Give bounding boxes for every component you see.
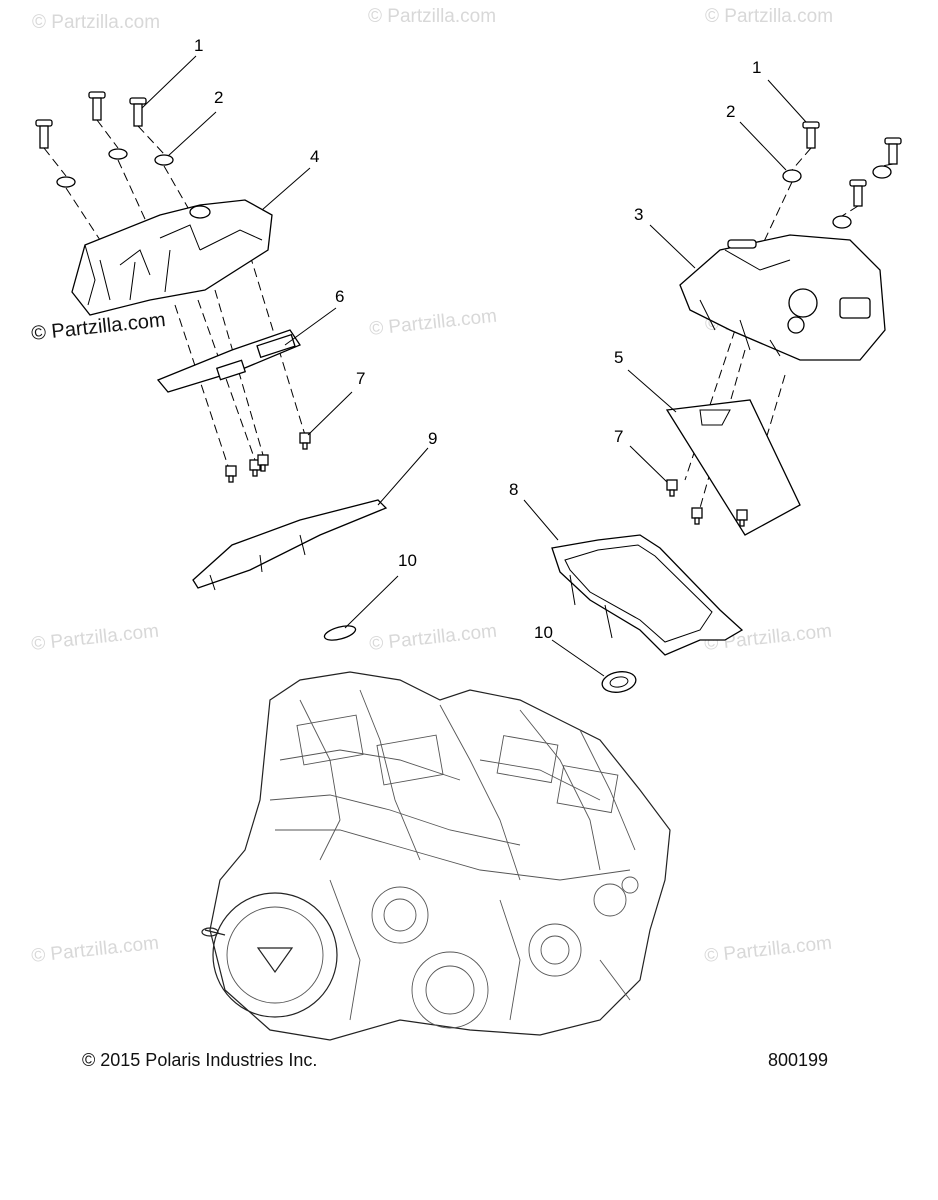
callout-1: 1 [194,36,203,55]
screw [736,509,748,527]
o-ring [601,671,637,693]
callout-10: 10 [534,623,553,642]
watermark-layer: © Partzilla.com © Partzilla.com © Partzi… [30,6,833,967]
valve-cover-right [679,234,886,361]
screw [691,507,703,525]
screw [257,454,269,472]
o-ring [323,625,357,641]
callout-4: 4 [310,147,319,166]
bolt [88,91,106,121]
bolt [802,121,820,149]
watermark: © Partzilla.com [30,933,160,967]
figure-number: 800199 [768,1050,829,1070]
callout-2: 2 [214,88,223,107]
screw [299,432,311,450]
valve-cover-gasket-right [551,534,744,656]
copyright-notice: © 2015 Polaris Industries Inc. [82,1050,318,1070]
grommet [782,169,802,183]
grommet [154,154,174,166]
callout-8: 8 [509,480,518,499]
screw [666,479,678,497]
watermark: © Partzilla.com [368,621,498,655]
valve-cover-gasket-left [192,499,388,591]
callout-9: 9 [428,429,437,448]
screw [225,465,237,483]
callout-10: 10 [398,551,417,570]
bolt [35,119,53,149]
watermark: © Partzilla.com [368,306,498,340]
callout-2: 2 [726,102,735,121]
callout-6: 6 [335,287,344,306]
grommet [832,215,852,229]
bolt [849,179,867,207]
grommet [56,176,76,188]
valve-cover-left [71,199,273,316]
baffle-plate-left [156,329,301,393]
callout-labels: 1 2 4 6 7 9 10 1 2 3 5 7 8 10 [194,36,761,642]
right-valve-cover-assembly [551,121,902,693]
watermark: © Partzilla.com [368,6,496,27]
baffle-plate-right [665,399,801,536]
grommet [108,148,128,160]
bolt [129,97,147,127]
watermark: © Partzilla.com [705,6,833,27]
engine-block-illustration [201,671,671,1041]
grommet [872,165,892,179]
callout-leaders [141,55,807,677]
watermark: © Partzilla.com [32,12,160,33]
callout-7: 7 [614,427,623,446]
callout-5: 5 [614,348,623,367]
callout-3: 3 [634,205,643,224]
callout-1: 1 [752,58,761,77]
callout-7: 7 [356,369,365,388]
watermark: © Partzilla.com [703,933,833,967]
watermark: © Partzilla.com [30,309,166,345]
bolt [884,137,902,165]
watermark: © Partzilla.com [30,621,160,655]
left-valve-cover-assembly [35,91,388,641]
